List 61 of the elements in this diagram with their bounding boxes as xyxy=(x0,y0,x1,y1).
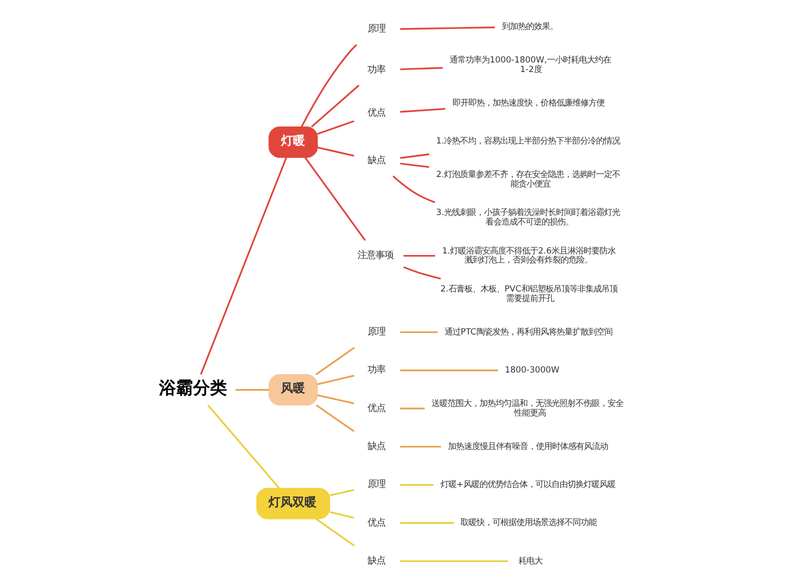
node-text: 耗电大 xyxy=(518,555,542,566)
node-text: 原理 xyxy=(366,24,385,35)
connector xyxy=(402,266,440,280)
node-text: 优点 xyxy=(366,108,385,119)
connector xyxy=(304,156,366,241)
node-text: 1.冷热不均，容易出现上半部分热下半部分冷的情况 xyxy=(436,135,620,146)
node-text: 功率 xyxy=(366,64,385,76)
connector xyxy=(329,511,354,519)
connector xyxy=(400,108,445,113)
connector xyxy=(316,120,354,135)
connector xyxy=(400,162,429,168)
connector xyxy=(400,370,498,372)
node-text: 2.灯泡质量参差不齐，存在安全隐患，选购时一定不能贪小便宜 xyxy=(436,168,620,188)
node-text: 浴霸分类 xyxy=(158,377,227,398)
node-text: 缺点 xyxy=(366,556,385,567)
connector xyxy=(400,484,433,486)
node-text: 注意事项 xyxy=(357,250,394,262)
connector xyxy=(400,331,438,334)
node-text: 通常功率为1000-1800W,一小时耗电大约在1-2度 xyxy=(449,54,610,74)
node-text: 即开即热，加热速度快，价格低廉维修方便 xyxy=(452,97,604,108)
node-box: 灯暖 xyxy=(268,126,318,158)
node-box: 风暖 xyxy=(268,374,318,406)
connector xyxy=(235,389,268,391)
connector xyxy=(400,67,442,70)
node-text: 优点 xyxy=(366,402,385,414)
connector xyxy=(400,26,494,30)
node-text: 通过PTC陶瓷发热，再利用风将热量扩散到空间 xyxy=(444,326,612,336)
connector xyxy=(206,404,280,489)
node-text: 缺点 xyxy=(366,441,385,452)
node-text: 加热速度慢且伴有噪音，使用时体感有风流动 xyxy=(448,440,608,451)
node-text: 取暖快，可根据使用场景选择不同功能 xyxy=(460,517,596,528)
connector xyxy=(314,518,354,547)
connector xyxy=(316,394,354,404)
connector xyxy=(315,404,354,432)
connector xyxy=(400,560,508,562)
node-text: 到加热的效果。 xyxy=(501,20,558,31)
connector xyxy=(316,146,354,157)
connector xyxy=(310,84,359,128)
node-text: 灯暖+风暖的优势结合体，可以自由切换灯暖风暖 xyxy=(440,478,615,489)
node-text: 1.灯暖浴霸安高度不得低于2.6米且淋浴时要防水溅到灯泡上，否则会有炸裂的危险。 xyxy=(442,245,616,265)
node-text: 原理 xyxy=(366,479,385,490)
connector xyxy=(400,153,429,159)
node-text: 3.光线刺眼，小孩子躺着洗澡时长时间盯着浴霸灯光看会造成不可逆的损伤。 xyxy=(436,207,620,226)
connector xyxy=(316,374,354,386)
connector xyxy=(403,254,435,257)
node-text: 优点 xyxy=(366,517,385,528)
connector xyxy=(329,489,354,496)
node-text: 功率 xyxy=(366,364,385,376)
node-box: 灯风双暖 xyxy=(256,488,330,520)
connector xyxy=(400,522,454,524)
connector xyxy=(200,157,287,375)
node-text: 缺点 xyxy=(366,155,385,166)
node-text: 送暖范围大，加热均匀温和，无强光照射不伤眼，安全性能更高 xyxy=(430,398,623,418)
connector xyxy=(314,346,354,376)
connector xyxy=(400,408,424,410)
node-text: 原理 xyxy=(366,326,385,338)
node-text: 2.石膏板、木板、PVC和铝塑板吊顶等非集成吊顶需要提前开孔 xyxy=(440,283,617,303)
connector xyxy=(392,175,435,204)
node-text: 1800-3000W xyxy=(504,364,559,374)
connector xyxy=(300,44,357,128)
connector xyxy=(400,446,440,448)
